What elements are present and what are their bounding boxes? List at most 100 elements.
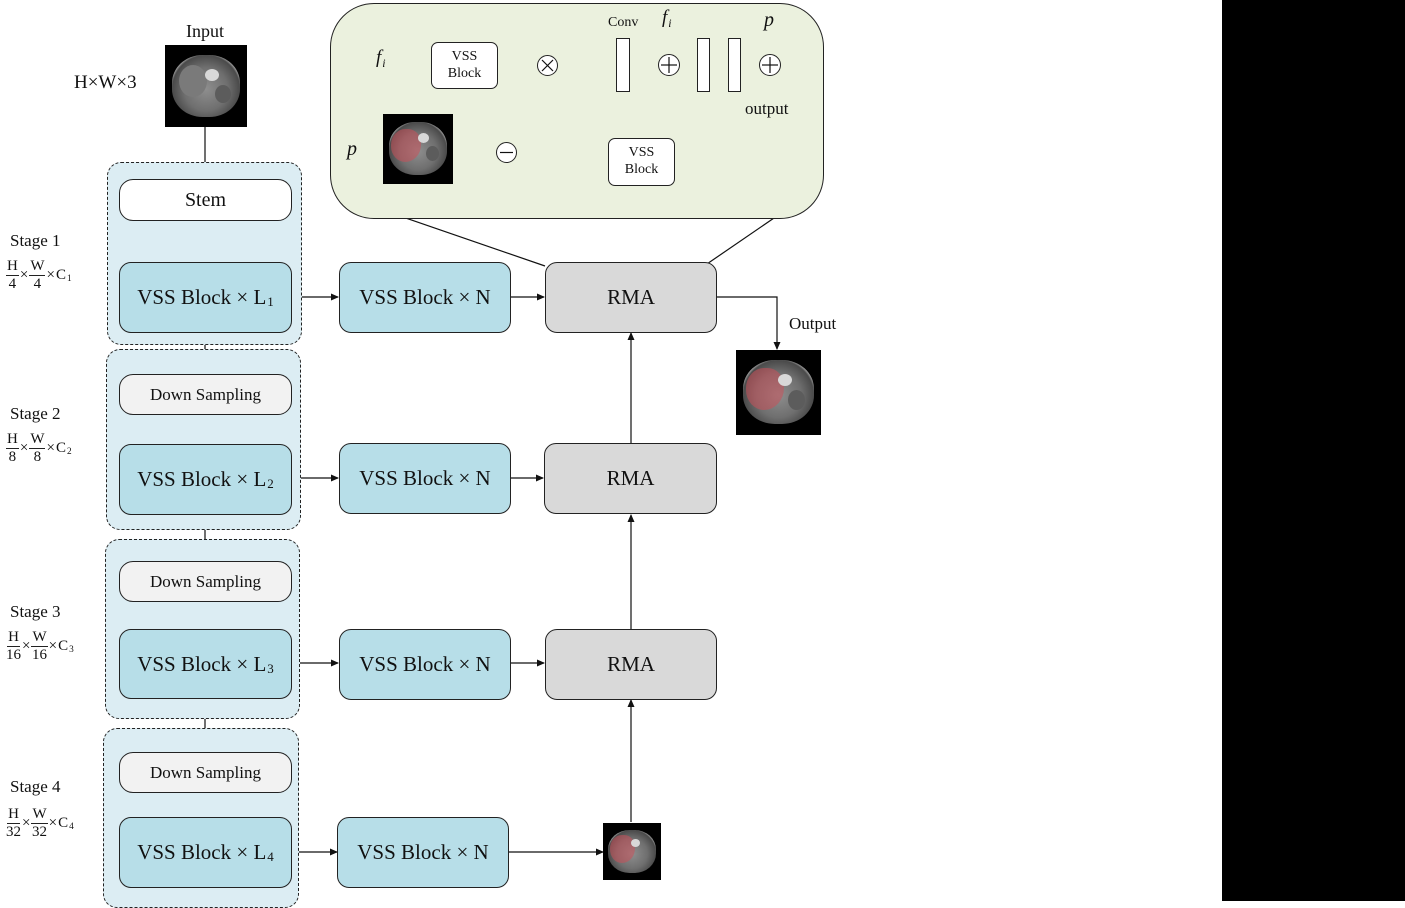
dim-times: × xyxy=(22,638,31,654)
arrow-rma1-output xyxy=(717,296,781,350)
rma-2: RMA xyxy=(544,443,717,514)
dim-w-den: 4 xyxy=(33,276,42,292)
dim-h: H xyxy=(6,258,19,276)
dim-w-den: 16 xyxy=(32,647,48,663)
multiply-operator-icon xyxy=(537,55,558,76)
dim-c: C xyxy=(58,815,69,831)
vss-block-l1-sub: 1 xyxy=(267,294,274,310)
coarse-prediction-image xyxy=(603,823,661,880)
detail-output-label: output xyxy=(745,99,789,118)
stage-2-label: Stage 2 xyxy=(10,404,61,423)
vss-block-n2: VSS Block × N xyxy=(339,443,511,514)
dim-c: C xyxy=(55,440,66,456)
stage-4-label: Stage 4 xyxy=(10,777,61,796)
right-black-margin xyxy=(1222,0,1405,901)
detail-p-top: p xyxy=(764,9,774,31)
detail-conv-label: Conv xyxy=(608,15,639,30)
rma-3: RMA xyxy=(545,629,717,700)
detail-vss-line1: VSS xyxy=(628,145,655,161)
dim-c-sub: 1 xyxy=(66,273,72,284)
vss-block-n2-label: VSS Block × N xyxy=(359,466,491,490)
dim-c-sub: 2 xyxy=(66,446,72,457)
dim-times: × xyxy=(19,267,29,283)
down-sampling-2-label: Down Sampling xyxy=(150,384,261,404)
detail-vss-line1: VSS xyxy=(451,48,478,64)
fi-text: f xyxy=(376,47,382,68)
add-operator-icon-2 xyxy=(759,54,781,76)
add-operator-icon-1 xyxy=(658,54,680,76)
stage-3-label: Stage 3 xyxy=(10,602,61,621)
vss-block-n4: VSS Block × N xyxy=(337,817,509,888)
rma-3-label: RMA xyxy=(607,652,655,676)
dim-h: H xyxy=(6,431,19,449)
fi-text: f xyxy=(662,7,668,28)
dim-h-den: 16 xyxy=(6,647,21,663)
dim-c: C xyxy=(58,638,69,654)
detail-fi-top: fi xyxy=(662,7,672,30)
dim-times: × xyxy=(46,267,55,283)
fi-sub: i xyxy=(382,57,386,71)
dim-h-den: 4 xyxy=(8,276,17,292)
dim-w-den: 32 xyxy=(32,824,48,840)
dim-w: W xyxy=(31,629,48,647)
dim-w: W xyxy=(29,258,46,276)
down-sampling-4: Down Sampling xyxy=(119,752,292,793)
input-ct-image xyxy=(165,45,247,127)
rma-1-label: RMA xyxy=(607,285,655,309)
input-dims: H×W×3 xyxy=(74,72,137,93)
rma-1: RMA xyxy=(545,262,717,333)
vss-block-n1-label: VSS Block × N xyxy=(359,285,491,309)
detail-p-left: p xyxy=(347,138,357,160)
dim-c-sub: 3 xyxy=(69,644,74,655)
stem-block: Stem xyxy=(119,179,292,221)
vss-block-n3-label: VSS Block × N xyxy=(359,652,491,676)
dim-times: × xyxy=(19,440,29,456)
vss-block-l4-label: VSS Block × L xyxy=(137,840,267,864)
vss-block-n1: VSS Block × N xyxy=(339,262,511,333)
dim-h-den: 32 xyxy=(6,824,21,840)
down-sampling-4-label: Down Sampling xyxy=(150,762,261,782)
vss-block-l2-sub: 2 xyxy=(267,476,274,492)
dim-w: W xyxy=(29,431,46,449)
dim-c: C xyxy=(55,267,66,283)
detail-layer-rect-1 xyxy=(697,38,710,92)
dim-c-sub: 4 xyxy=(69,821,74,832)
negate-operator-icon xyxy=(496,142,517,163)
dim-h: H xyxy=(7,806,20,824)
detail-vss-line2: Block xyxy=(624,162,659,177)
vss-block-n4-label: VSS Block × N xyxy=(357,840,489,864)
detail-vss-line2: Block xyxy=(447,65,482,81)
vss-block-n3: VSS Block × N xyxy=(339,629,511,700)
vss-block-l3-label: VSS Block × L xyxy=(137,651,267,676)
dim-times: × xyxy=(48,815,58,831)
down-sampling-3: Down Sampling xyxy=(119,561,292,602)
input-label: Input xyxy=(186,21,224,41)
dim-w-den: 8 xyxy=(33,449,42,465)
vss-block-l1-label: VSS Block × L xyxy=(137,285,267,309)
vss-block-l4-sub: 4 xyxy=(267,849,274,865)
dim-times: × xyxy=(46,440,55,456)
detail-conv-rect xyxy=(616,38,630,92)
stage-1-label: Stage 1 xyxy=(10,231,61,250)
down-sampling-2: Down Sampling xyxy=(119,374,292,415)
vss-block-l3-sub: 3 xyxy=(267,660,274,676)
dim-w: W xyxy=(31,806,48,824)
dim-h: H xyxy=(7,629,20,647)
detail-prior-image xyxy=(383,114,453,184)
dim-times: × xyxy=(48,638,58,654)
output-label: Output xyxy=(789,314,837,333)
stem-label: Stem xyxy=(184,188,227,211)
rma-2-label: RMA xyxy=(606,466,655,490)
dim-times: × xyxy=(22,815,31,831)
output-ct-image xyxy=(736,350,821,435)
